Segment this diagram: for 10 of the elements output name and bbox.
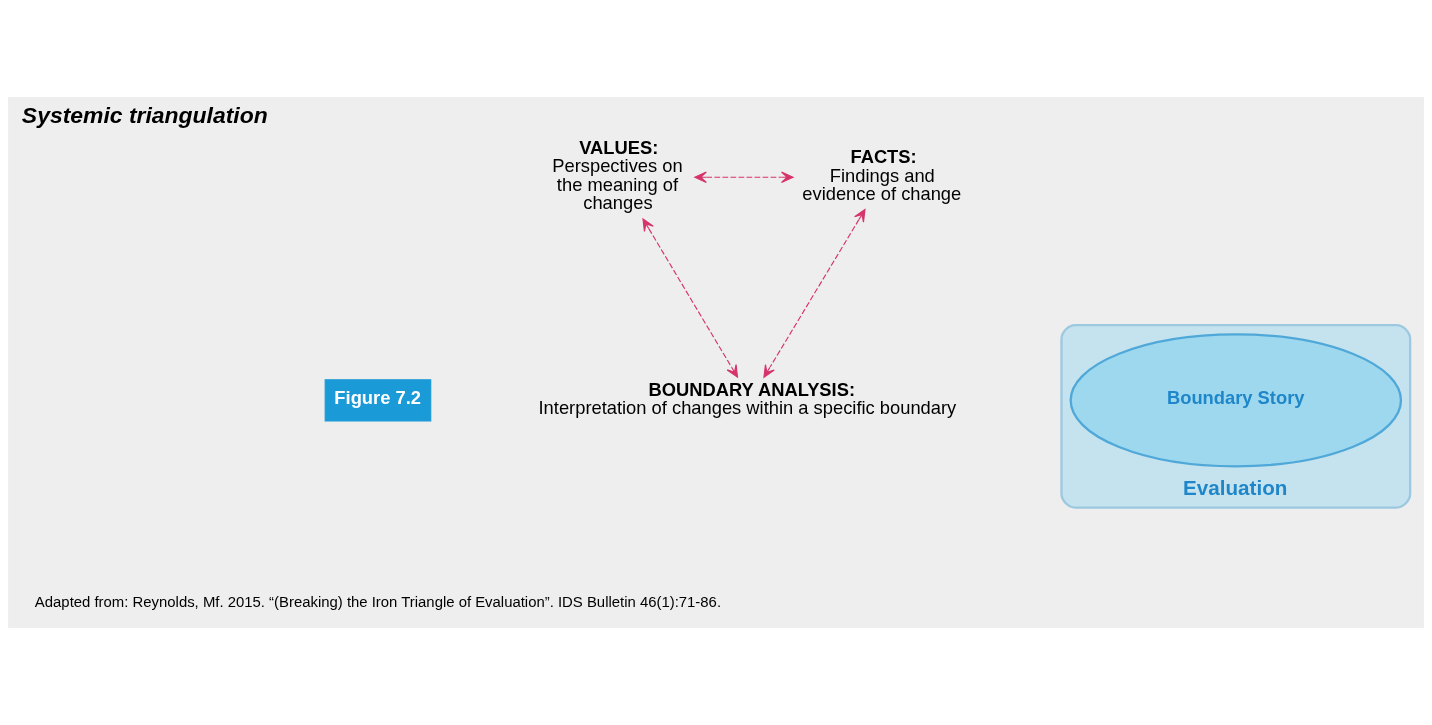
caption: Adapted from: Reynolds, Mf. 2015. “(Breaking) the Iron Triangle of Evaluation”. IDS Bulletin 46(1):71-86. <box>34 593 722 610</box>
diagram-title: Systemic triangulation <box>21 102 268 129</box>
label: Figure 7.2 <box>334 386 421 408</box>
arrow <box>763 209 866 378</box>
arrow <box>694 171 794 183</box>
node-text: BOUNDARY ANALYSIS: Interpretation of changes within a specific boundary <box>538 378 957 418</box>
arrow <box>642 218 739 378</box>
node-text: FACTS: Findings and evidence of change <box>802 146 962 204</box>
node-text: VALUES: Perspectives on the meaning of changes <box>552 137 683 214</box>
node-ellipse: Boundary Story <box>1069 333 1403 468</box>
